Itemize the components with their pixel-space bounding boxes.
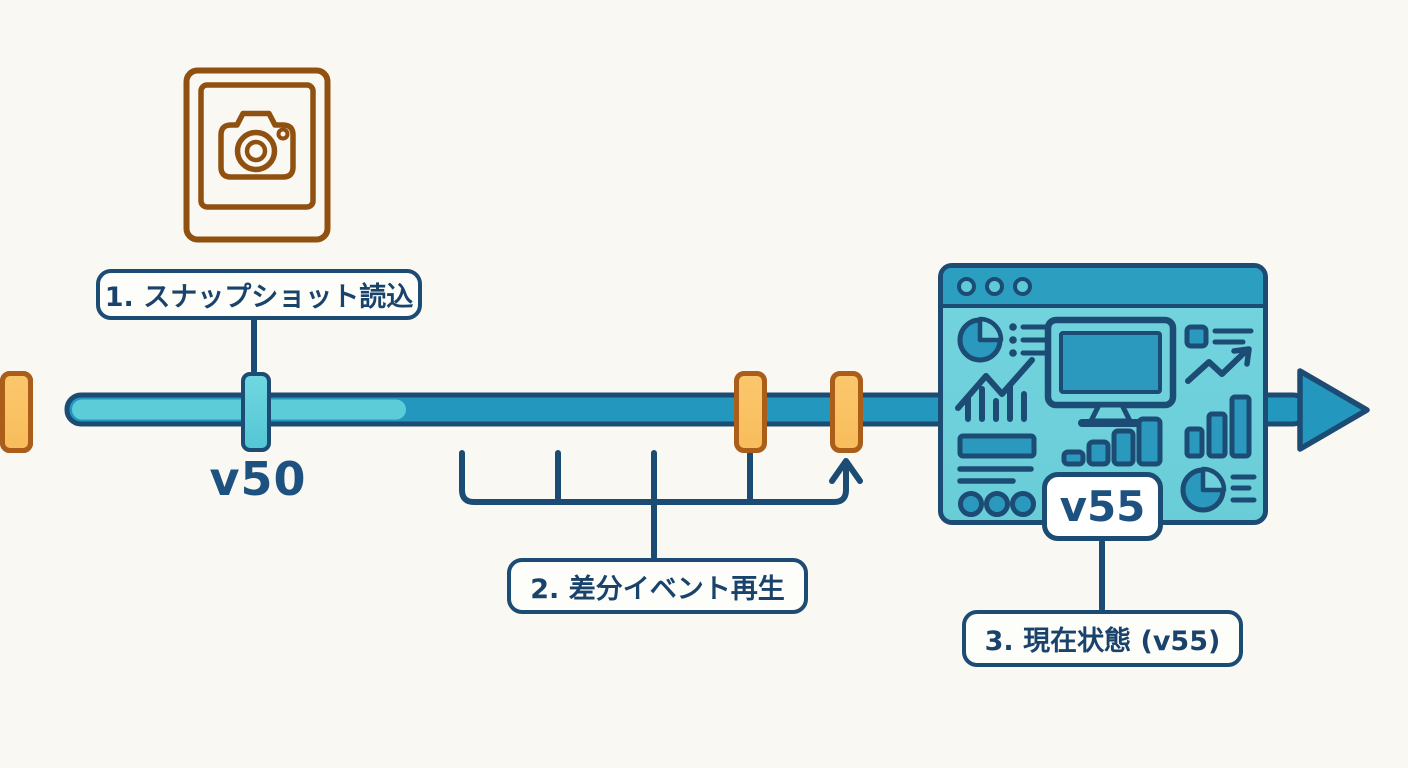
step2-label: 2. 差分イベント再生 [530, 573, 785, 605]
window-dot-icon [985, 276, 1004, 296]
snapshot-marker-v50 [241, 372, 271, 452]
pie-chart-icon [957, 316, 1004, 363]
timeline-arrowhead-icon [1297, 368, 1370, 452]
checkbox-lines-icon [1184, 324, 1254, 349]
step3-label: 3. 現在状態 (v55) [984, 626, 1221, 657]
window-dot-icon [1013, 276, 1032, 296]
bar-chart-icon [1184, 394, 1252, 459]
combo-line-bar-chart-icon [955, 357, 1035, 422]
timeline-snapshot-segment [72, 399, 406, 420]
event-tick [0, 371, 33, 453]
event-tick [830, 371, 863, 453]
step2-label-box: 2. 差分イベント再生 [507, 558, 808, 614]
dots-row-icon [958, 491, 1036, 517]
replay-arrowhead-icon [829, 458, 863, 484]
window-dot-icon [957, 276, 976, 296]
step3-label-box: 3. 現在状態 (v55) [962, 610, 1243, 667]
version-current-label: v55 [1059, 482, 1146, 531]
step1-label: 1. スナップショット読込 [104, 282, 414, 313]
signal-bars-icon [1061, 416, 1163, 467]
event-tick [734, 371, 767, 453]
dashboard-titlebar [943, 268, 1263, 308]
trend-arrow-icon [1185, 346, 1252, 384]
text-block-icon [957, 433, 1037, 484]
monitor-icon [1044, 316, 1177, 427]
version-current-badge: v55 [1042, 472, 1163, 541]
camera-polaroid-icon [183, 67, 331, 243]
dashboard-widgets [955, 316, 1257, 517]
step1-label-box: 1. スナップショット読込 [96, 269, 422, 320]
pie-chart-list-icon [1180, 466, 1257, 513]
bullet-list-icon [1009, 323, 1054, 357]
version-start-label: v50 [209, 452, 307, 506]
